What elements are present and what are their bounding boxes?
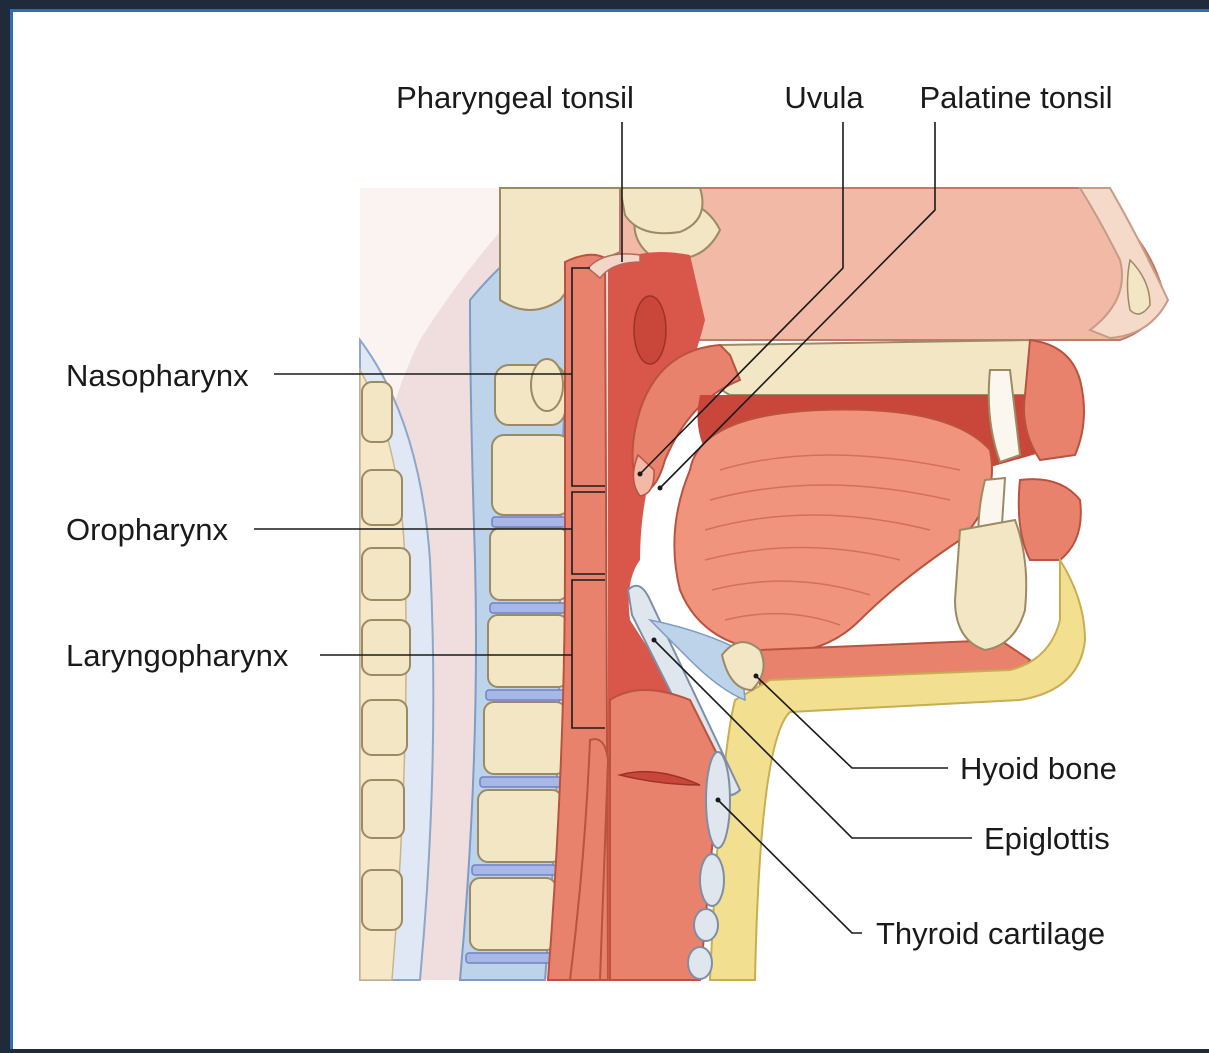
vertebra-c5 xyxy=(484,702,566,774)
spinous-process-4 xyxy=(362,620,410,675)
disc-6 xyxy=(466,953,552,963)
label-pharyngeal-tonsil: Pharyngeal tonsil xyxy=(396,80,634,115)
leader-dot-hyoid xyxy=(754,674,759,679)
spinous-process-7 xyxy=(362,870,402,930)
label-nasopharynx: Nasopharynx xyxy=(66,358,249,393)
vertebra-c2 xyxy=(492,435,570,515)
disc-2 xyxy=(490,603,568,613)
cricoid-cartilage-shape xyxy=(700,854,724,906)
label-thyroid-cartilage: Thyroid cartilage xyxy=(876,916,1105,951)
disc-1 xyxy=(492,517,570,527)
vertebra-c7 xyxy=(470,878,556,950)
vertebra-c3 xyxy=(490,528,568,600)
disc-4 xyxy=(480,777,562,787)
upper-lip xyxy=(1024,340,1084,460)
label-hyoid-bone: Hyoid bone xyxy=(960,751,1117,786)
label-uvula: Uvula xyxy=(784,80,864,115)
spinous-process-2 xyxy=(362,470,402,525)
spinous-process-6 xyxy=(362,780,404,838)
leader-dot-palatine-tonsil xyxy=(658,486,663,491)
leader-dot-uvula xyxy=(638,472,643,477)
vertebra-c4 xyxy=(488,615,568,687)
vertebra-c6 xyxy=(478,790,562,862)
lower-lip xyxy=(1019,479,1081,560)
label-oropharynx: Oropharynx xyxy=(66,512,228,547)
mandible xyxy=(955,520,1026,650)
spinous-process-5 xyxy=(362,700,407,755)
tracheal-ring-2 xyxy=(688,947,712,979)
disc-3 xyxy=(486,690,566,700)
spinous-process-3 xyxy=(362,548,410,600)
tongue xyxy=(674,410,992,653)
label-epiglottis: Epiglottis xyxy=(984,821,1110,856)
disc-5 xyxy=(472,865,556,875)
tubal-opening xyxy=(634,296,666,364)
dens xyxy=(531,359,563,411)
head-neck-illustration xyxy=(360,188,1168,980)
label-palatine-tonsil: Palatine tonsil xyxy=(919,80,1112,115)
leader-dot-thyroid xyxy=(716,798,721,803)
tracheal-ring-1 xyxy=(694,909,718,941)
spinous-process-1 xyxy=(362,382,392,442)
label-laryngopharynx: Laryngopharynx xyxy=(66,638,289,673)
leader-dot-epiglottis xyxy=(652,638,657,643)
